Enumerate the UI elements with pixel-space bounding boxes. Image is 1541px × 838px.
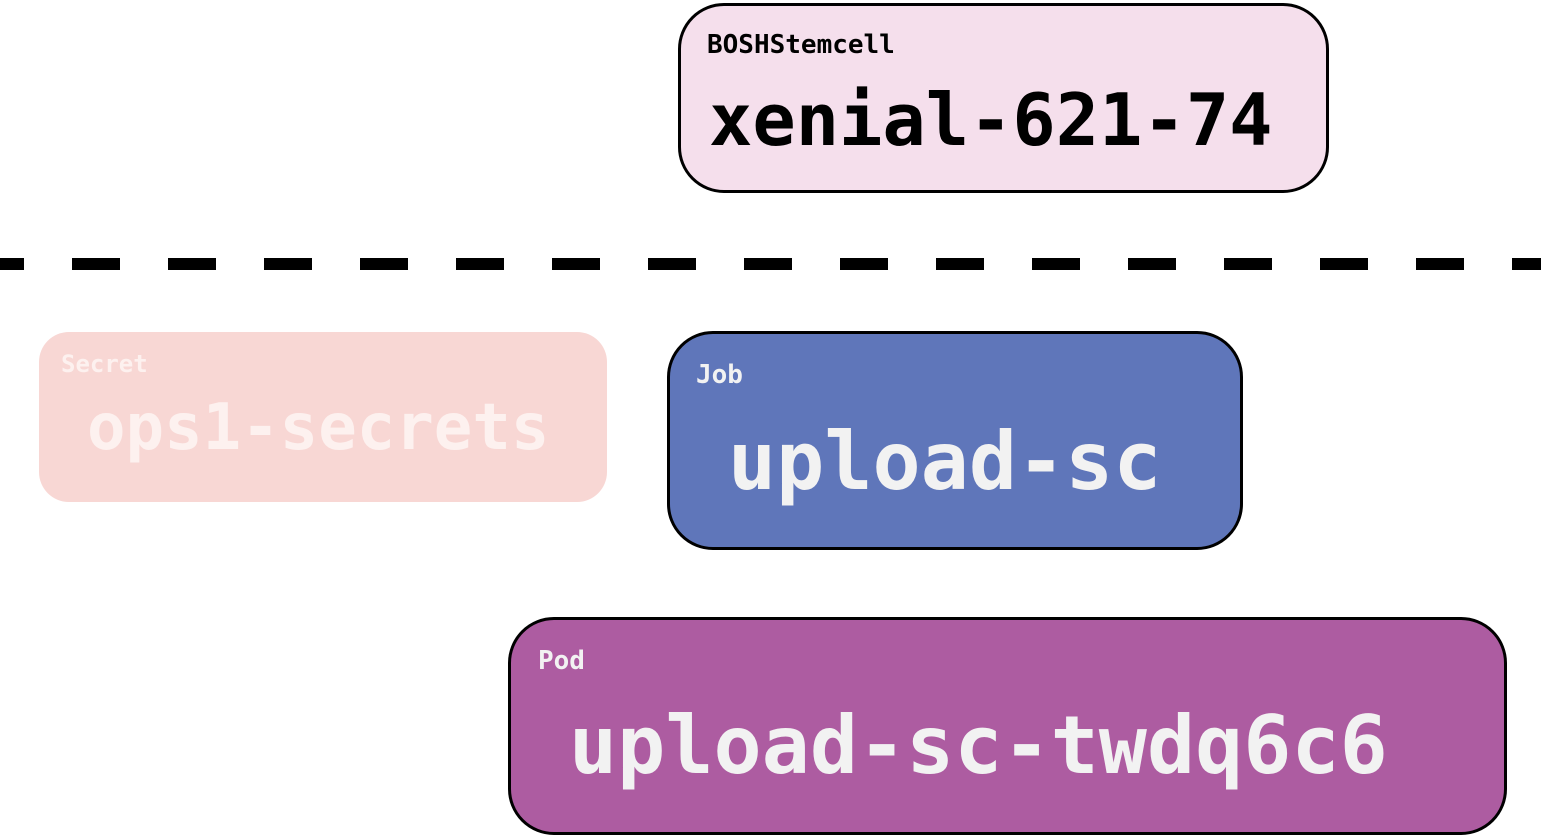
job-name: upload-sc bbox=[728, 415, 1162, 508]
secret-node: Secret ops1-secrets bbox=[39, 332, 607, 502]
pod-kind-label: Pod bbox=[538, 646, 585, 676]
job-node: Job upload-sc bbox=[667, 331, 1243, 550]
stemcell-name: xenial-621-74 bbox=[709, 78, 1273, 162]
stemcell-kind-label: BOSHStemcell bbox=[707, 30, 895, 60]
job-kind-label: Job bbox=[696, 360, 743, 390]
pod-node: Pod upload-sc-twdq6c6 bbox=[508, 617, 1507, 835]
stemcell-node: BOSHStemcell xenial-621-74 bbox=[678, 3, 1329, 193]
boundary-divider bbox=[0, 258, 1541, 270]
secret-kind-label: Secret bbox=[61, 350, 148, 378]
secret-name: ops1-secrets bbox=[87, 391, 550, 465]
pod-name: upload-sc-twdq6c6 bbox=[569, 699, 1388, 792]
